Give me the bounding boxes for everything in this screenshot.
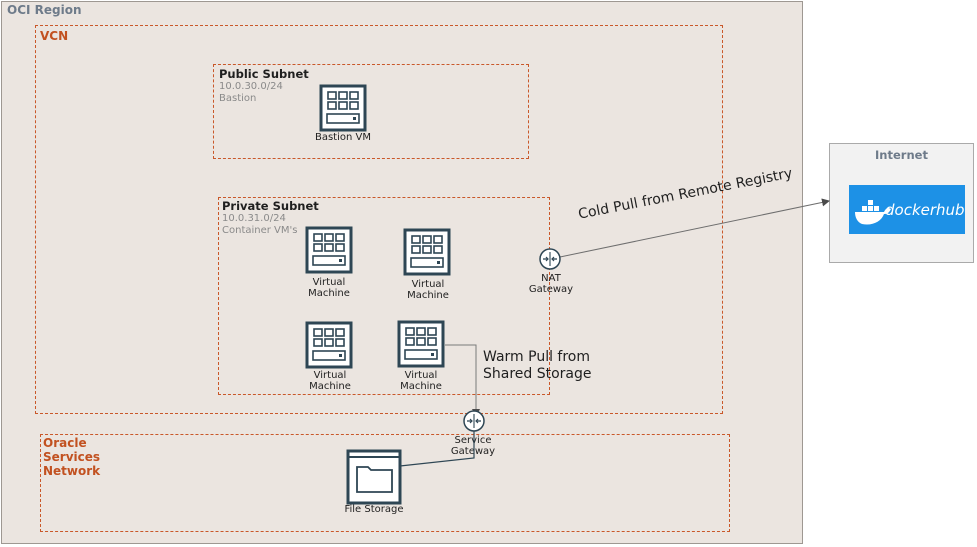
- vcn-label: VCN: [40, 29, 69, 43]
- private-subnet-title: Private Subnet: [222, 199, 319, 213]
- vcn-boundary: [35, 25, 723, 414]
- vm-icon-3: [305, 321, 353, 369]
- nat-gateway-icon: [539, 248, 561, 270]
- public-subnet-title: Public Subnet: [219, 67, 309, 81]
- private-subnet-desc: Container VM's: [222, 225, 298, 236]
- public-subnet-boundary: [213, 64, 529, 159]
- dockerhub-text: dockerhub: [885, 201, 965, 219]
- file-storage-icon: [346, 449, 402, 505]
- file-storage-label: File Storage: [344, 504, 404, 515]
- file-storage-link: [399, 431, 475, 467]
- private-subnet-boundary: [218, 197, 550, 395]
- internet-label: Internet: [875, 148, 928, 162]
- cold-pull-line: [559, 198, 830, 258]
- public-subnet-desc: Bastion: [219, 93, 257, 104]
- warm-pull-line: [445, 344, 480, 417]
- bastion-vm-label: Bastion VM: [314, 132, 371, 143]
- vm-icon-1: [305, 226, 353, 274]
- bastion-vm-icon: [319, 84, 367, 132]
- docker-whale-icon: [855, 200, 891, 225]
- vm-icon-4: [397, 320, 445, 368]
- private-subnet-cidr: 10.0.31.0/24: [222, 213, 286, 224]
- service-gateway-icon: [463, 410, 485, 432]
- oci-region: [1, 1, 803, 544]
- public-subnet-cidr: 10.0.30.0/24: [219, 81, 283, 92]
- osn-boundary: [40, 434, 730, 532]
- oci-region-label: OCI Region: [7, 3, 82, 17]
- vm-icon-2: [403, 228, 451, 276]
